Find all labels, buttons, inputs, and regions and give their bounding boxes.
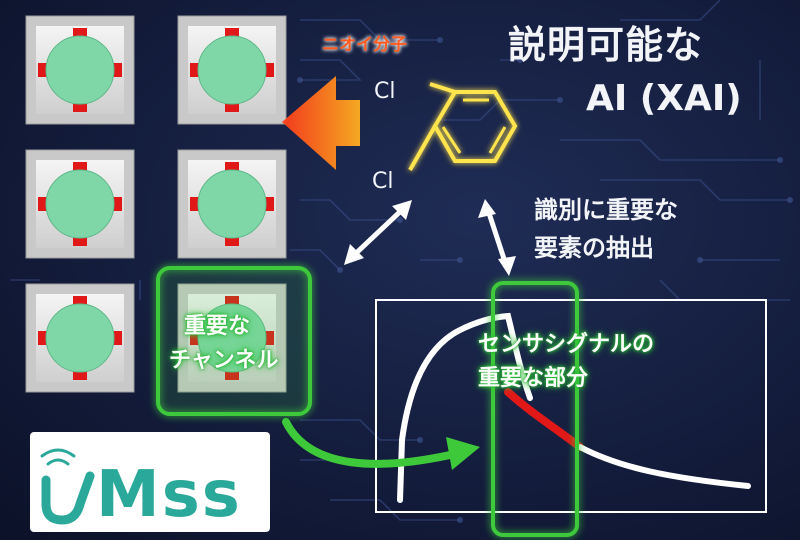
important-signal-label-1: センサシグナルの <box>478 332 655 357</box>
title-line-2: AI (XAI) <box>586 78 742 119</box>
chlorine-label-2: Cl <box>372 169 393 194</box>
logo-icon: Mss <box>40 448 242 532</box>
important-signal-label-2: 重要な部分 <box>478 366 589 391</box>
odor-input-arrow <box>282 76 360 170</box>
important-signal-highlight <box>491 281 579 537</box>
important-channel-label-2: チャンネル <box>169 348 279 373</box>
logo: Mss <box>30 432 270 532</box>
logo-text: Mss <box>96 458 242 532</box>
annotation-line-2: 要素の抽出 <box>534 234 654 262</box>
double-arrow-icon <box>478 199 516 276</box>
signal-tail <box>577 444 751 489</box>
sensor-signal-curve <box>397 312 533 503</box>
sensor-chip-icon <box>25 15 135 125</box>
sensor-chip-icon <box>177 149 287 259</box>
double-arrow-icon <box>344 200 412 265</box>
important-channel-label-1: 重要な <box>184 314 251 339</box>
channel-to-signal-arrow <box>282 418 454 468</box>
sensor-chip-icon <box>25 149 135 259</box>
chlorine-label-1: Cl <box>374 79 395 104</box>
sensor-chip-icon <box>177 15 287 125</box>
title-line-1: 説明可能な <box>508 23 704 67</box>
important-channel-highlight <box>156 266 312 416</box>
benzene-ring-icon <box>408 82 518 171</box>
sensor-chip-icon <box>25 283 135 393</box>
odor-molecule-label: ニオイ分子 <box>322 35 407 55</box>
channel-to-signal-arrowhead <box>446 437 480 470</box>
annotation-line-1: 識別に重要な <box>534 196 678 224</box>
signal-important-segment <box>504 388 584 451</box>
signal-plot-frame <box>375 299 767 513</box>
